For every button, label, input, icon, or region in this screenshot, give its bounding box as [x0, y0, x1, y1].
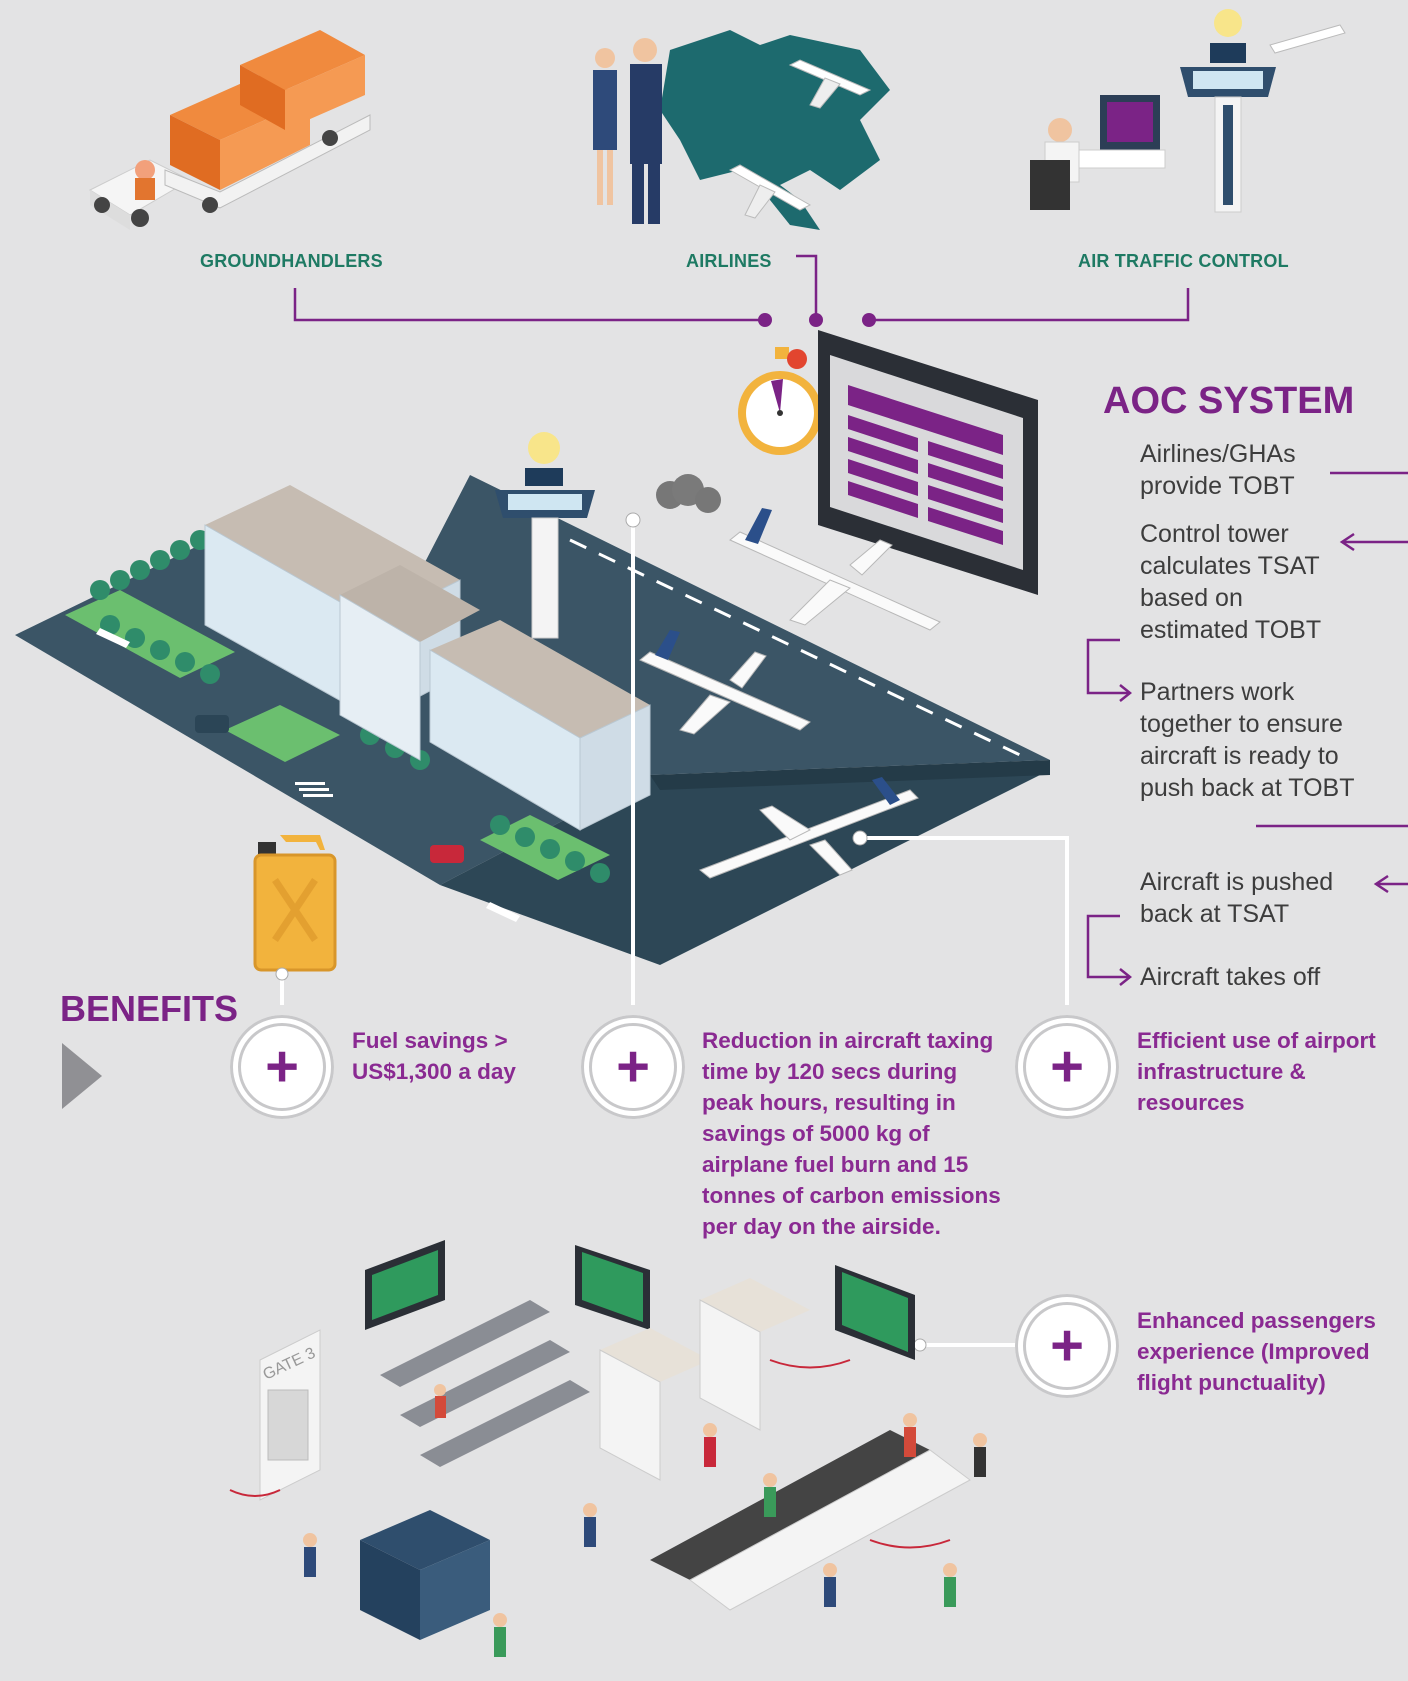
groundhandlers-label: GROUNDHANDLERS: [200, 251, 383, 271]
groundhandlers-illustration: [88, 30, 371, 230]
aoc-step-3: Partners work together to ensure aircraf…: [1140, 676, 1380, 804]
aoc-step-1: Airlines/GHAs provide TOBT: [1140, 438, 1330, 502]
air-traffic-control-illustration: [1030, 9, 1346, 213]
aoc-step-3-text: Partners work together to ensure aircraf…: [1140, 678, 1355, 802]
passenger-experience-plus-icon: +: [1015, 1294, 1119, 1398]
air-traffic-control-label: AIR TRAFFIC CONTROL: [1078, 251, 1289, 271]
benefit-passenger-experience: Enhanced passengers experience (Improved…: [1137, 1308, 1376, 1395]
fuel-can-icon: [253, 835, 337, 972]
aoc-step-2-text: Control tower calculates TSAT based on e…: [1140, 520, 1322, 644]
flight-board-icon: [818, 330, 1038, 595]
play-triangle-icon: [62, 1043, 102, 1109]
aoc-step-5-text: Aircraft takes off: [1140, 963, 1321, 991]
benefit-infrastructure: Efficient use of airport infrastructure …: [1137, 1028, 1376, 1115]
stakeholder-connectors: [293, 254, 1190, 327]
terminal-interior-illustration: GATE 3: [229, 1240, 987, 1657]
aoc-flow-arrows: [1086, 471, 1408, 986]
benefit-taxing-time: Reduction in aircraft taxing time by 120…: [702, 1028, 1001, 1239]
airlines-label: AIRLINES: [686, 251, 772, 271]
aoc-system-title: AOC SYSTEM: [1103, 380, 1355, 422]
infrastructure-plus-icon: +: [1015, 1015, 1119, 1119]
stopwatch-icon: [738, 347, 822, 455]
fuel-savings-plus-icon: +: [230, 1015, 334, 1119]
aoc-step-1-text: Airlines/GHAs provide TOBT: [1140, 440, 1296, 500]
benefit-connectors: [275, 512, 1069, 1352]
connector-dot-center: [809, 313, 823, 327]
taxing-time-plus-icon: +: [581, 1015, 685, 1119]
benefit-fuel-savings: Fuel savings > US$1,300 a day: [352, 1028, 516, 1084]
aoc-step-2: Control tower calculates TSAT based on e…: [1140, 518, 1340, 646]
aoc-step-4-text: Aircraft is pushed back at TSAT: [1140, 868, 1334, 928]
airport-scene-illustration: [15, 432, 1050, 965]
airlines-illustration: [593, 30, 890, 230]
connector-dot-left: [758, 313, 772, 327]
connector-dot-right: [862, 313, 876, 327]
aoc-step-4: Aircraft is pushed back at TSAT: [1140, 866, 1340, 930]
benefits-title: BENEFITS: [60, 988, 239, 1029]
aoc-step-5: Aircraft takes off: [1140, 961, 1390, 993]
